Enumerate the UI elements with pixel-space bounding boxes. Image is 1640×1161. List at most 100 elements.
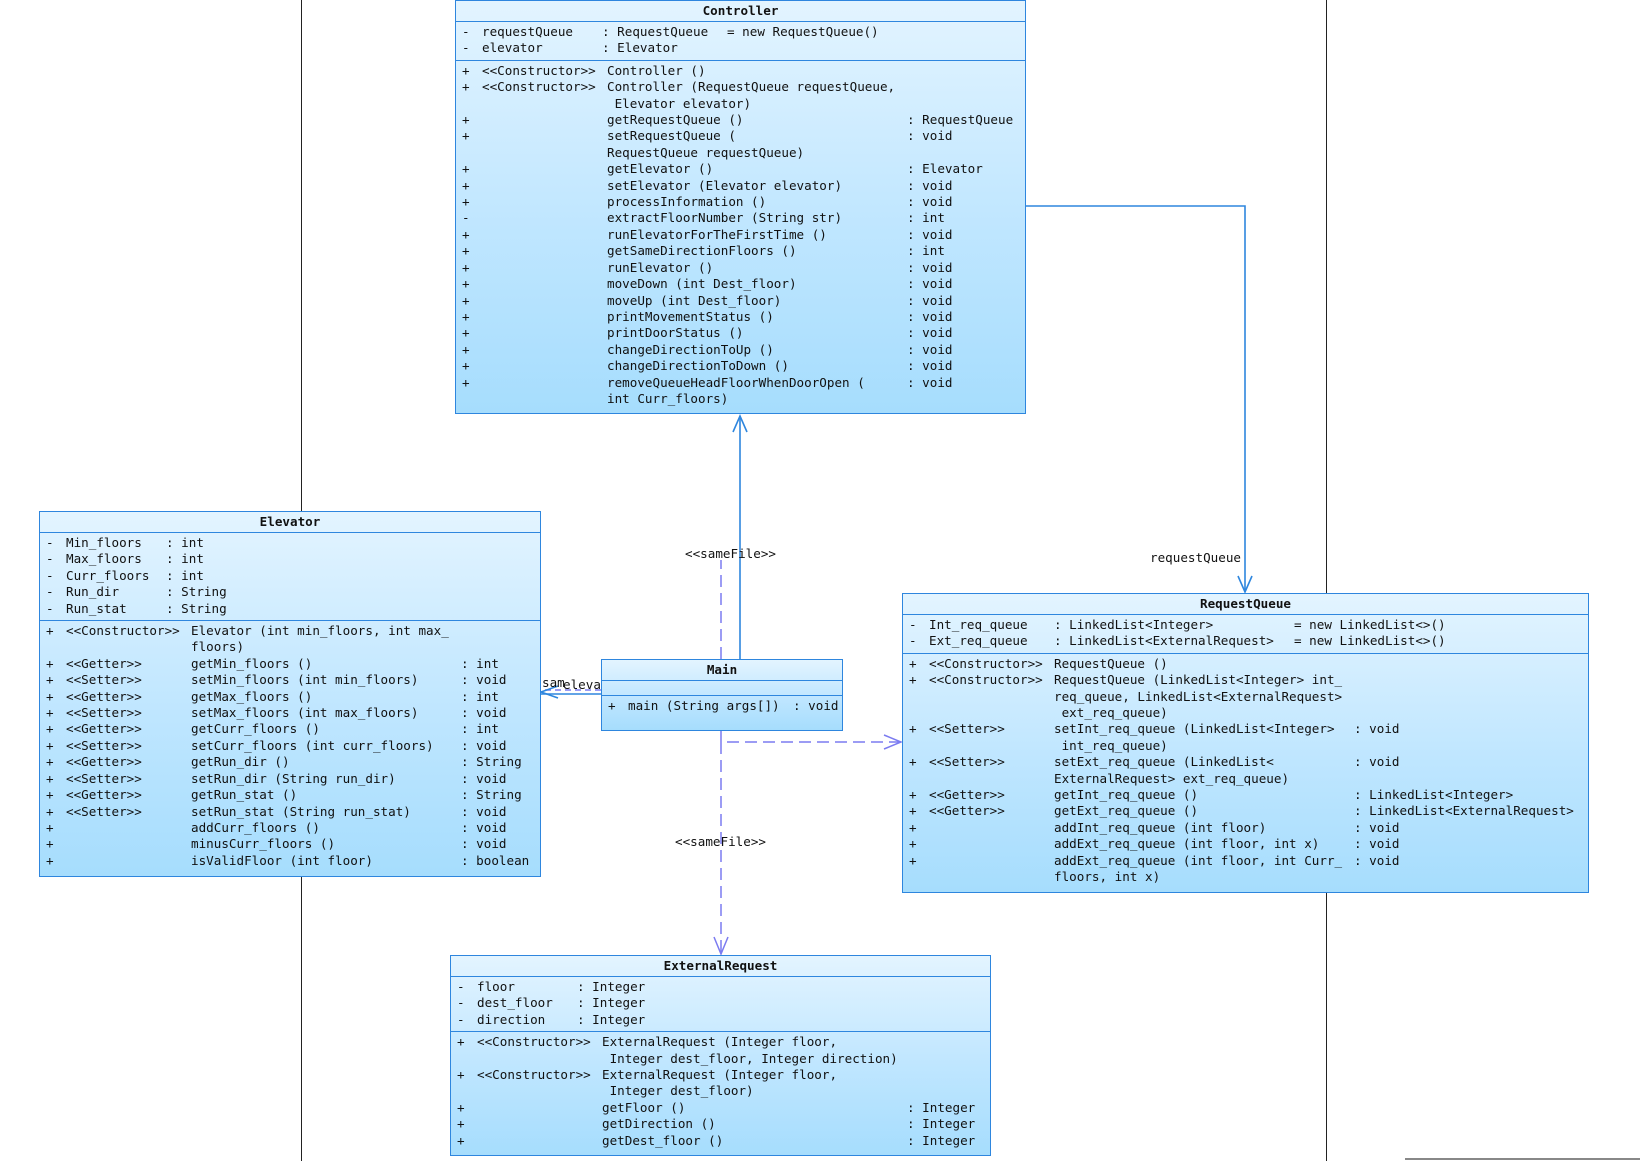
attribute-name: Run_stat <box>66 600 127 616</box>
stereotype <box>482 210 607 226</box>
operation-signature: Controller () <box>607 62 706 78</box>
operation-row: +<<Constructor>>ExternalRequest (Integer… <box>451 1067 990 1083</box>
visibility-marker <box>903 689 929 705</box>
stereotype: <<Constructor>> <box>66 623 180 639</box>
return-type: : int <box>907 243 945 259</box>
return-type: : void <box>1354 721 1400 737</box>
stereotype: <<Constructor>> <box>929 672 1043 688</box>
visibility-marker: + <box>909 803 917 819</box>
requestqueue-attributes-section: -Int_req_queue: LinkedList<Integer>= new… <box>903 615 1588 654</box>
class-elevator[interactable]: Elevator-Min_floors: int-Max_floors: int… <box>39 511 541 877</box>
stereotype <box>66 836 191 852</box>
operation-row: +main (String args[]): void <box>602 698 842 714</box>
operation-row: +<<Setter>>setExt_req_queue (LinkedList<… <box>903 754 1588 770</box>
attribute-name: Curr_floors <box>66 567 150 583</box>
visibility-marker: + <box>457 1067 465 1083</box>
operation-row: floors) <box>40 639 540 655</box>
return-type: : void <box>461 819 507 835</box>
stereotype <box>929 738 1054 754</box>
operation-signature: getExt_req_queue () <box>1054 803 1199 819</box>
operation-row: +getFloor (): Integer <box>451 1100 990 1116</box>
operation-signature: Integer dest_floor) <box>602 1083 754 1099</box>
stereotype <box>477 1051 602 1067</box>
attribute-type: : Elevator <box>602 40 678 56</box>
stereotype: <<Setter>> <box>66 672 142 688</box>
stereotype <box>929 705 1054 721</box>
stereotype: <<Getter>> <box>929 787 1005 803</box>
stereotype: <<Getter>> <box>66 721 142 737</box>
return-type: : LinkedList<ExternalRequest> <box>1354 803 1574 819</box>
visibility-marker: + <box>46 852 54 868</box>
operation-row: +<<Getter>>getMin_floors (): int <box>40 656 540 672</box>
operation-signature: Controller (RequestQueue requestQueue, <box>607 79 896 95</box>
operation-signature: int Curr_floors) <box>607 390 729 406</box>
visibility-marker: - <box>462 40 470 56</box>
operation-row: +getRequestQueue (): RequestQueue <box>456 112 1025 128</box>
main-operations-section: +main (String args[]): void <box>602 696 842 717</box>
return-type: : void <box>907 128 953 144</box>
return-type: : void <box>1354 754 1400 770</box>
stereotype: <<Getter>> <box>929 803 1005 819</box>
operation-row: +<<Setter>>setRun_stat (String run_stat)… <box>40 804 540 820</box>
class-controller[interactable]: Controller-requestQueue: RequestQueue= n… <box>455 0 1026 414</box>
operation-signature: setRequestQueue ( <box>607 128 736 144</box>
class-externalrequest[interactable]: ExternalRequest-floor: Integer-dest_floo… <box>450 955 991 1156</box>
controller-class-name: Controller <box>456 1 1025 22</box>
attribute-default: = new LinkedList<>() <box>1294 633 1446 649</box>
visibility-marker: + <box>46 737 54 753</box>
operation-signature: ExternalRequest (Integer floor, <box>602 1034 838 1050</box>
operation-row: +addExt_req_queue (int floor, int x): vo… <box>903 836 1588 852</box>
attribute-type: : Integer <box>577 995 646 1011</box>
attribute-type: : int <box>166 535 204 550</box>
operation-signature: changeDirectionToUp () <box>607 341 774 357</box>
operation-row: req_queue, LinkedList<ExternalRequest> <box>903 689 1588 705</box>
attribute-name: dest_floor <box>477 995 553 1011</box>
return-type: : int <box>907 210 945 226</box>
stereotype <box>482 178 607 194</box>
visibility-marker: + <box>462 243 470 259</box>
return-type: : void <box>907 341 953 357</box>
operation-signature: getDest_floor () <box>602 1132 724 1148</box>
class-main[interactable]: Main+main (String args[]): void <box>601 659 843 731</box>
attribute-type: : int <box>166 567 204 583</box>
operation-signature: setMin_floors (int min_floors) <box>191 672 419 688</box>
visibility-marker: - <box>457 995 465 1011</box>
attribute-name: Min_floors <box>66 535 142 550</box>
return-type: : void <box>907 325 953 341</box>
stereotype <box>929 689 1054 705</box>
stereotype <box>482 358 607 374</box>
visibility-marker: + <box>462 62 470 78</box>
visibility-marker: - <box>457 979 465 994</box>
visibility-marker: + <box>462 79 470 95</box>
visibility-marker: - <box>46 535 54 550</box>
operation-row: RequestQueue requestQueue) <box>456 145 1025 161</box>
return-type: : void <box>461 770 507 786</box>
operation-signature: setElevator (Elevator elevator) <box>607 177 843 193</box>
return-type: : RequestQueue <box>907 112 1014 128</box>
stereotype <box>929 869 1054 885</box>
operation-row: +<<Getter>>getCurr_floors (): int <box>40 721 540 737</box>
visibility-marker: + <box>909 655 917 671</box>
controller-requestqueue-association-line <box>1026 205 1246 592</box>
operation-signature: isValidFloor (int floor) <box>191 852 373 868</box>
operation-signature: runElevator () <box>607 259 714 275</box>
visibility-marker: + <box>457 1034 465 1050</box>
stereotype <box>482 161 607 177</box>
operation-signature: getCurr_floors () <box>191 721 320 737</box>
stereotype <box>66 639 191 655</box>
visibility-marker: - <box>46 551 54 567</box>
class-requestqueue[interactable]: RequestQueue-Int_req_queue: LinkedList<I… <box>902 593 1589 893</box>
visibility-marker: + <box>46 721 54 737</box>
visibility-marker: - <box>457 1011 465 1027</box>
operation-signature: printMovementStatus () <box>607 308 774 324</box>
stereotype <box>482 342 607 358</box>
visibility-marker: + <box>46 688 54 704</box>
operation-row: +<<Constructor>>Elevator (int min_floors… <box>40 623 540 639</box>
visibility-marker <box>451 1051 477 1067</box>
operation-row: ext_req_queue) <box>903 705 1588 721</box>
operation-row: +<<Constructor>>RequestQueue () <box>903 656 1588 672</box>
operation-row: +addInt_req_queue (int floor): void <box>903 820 1588 836</box>
operation-row: +changeDirectionToUp (): void <box>456 342 1025 358</box>
visibility-marker <box>903 705 929 721</box>
operation-signature: runElevatorForTheFirstTime () <box>607 226 827 242</box>
